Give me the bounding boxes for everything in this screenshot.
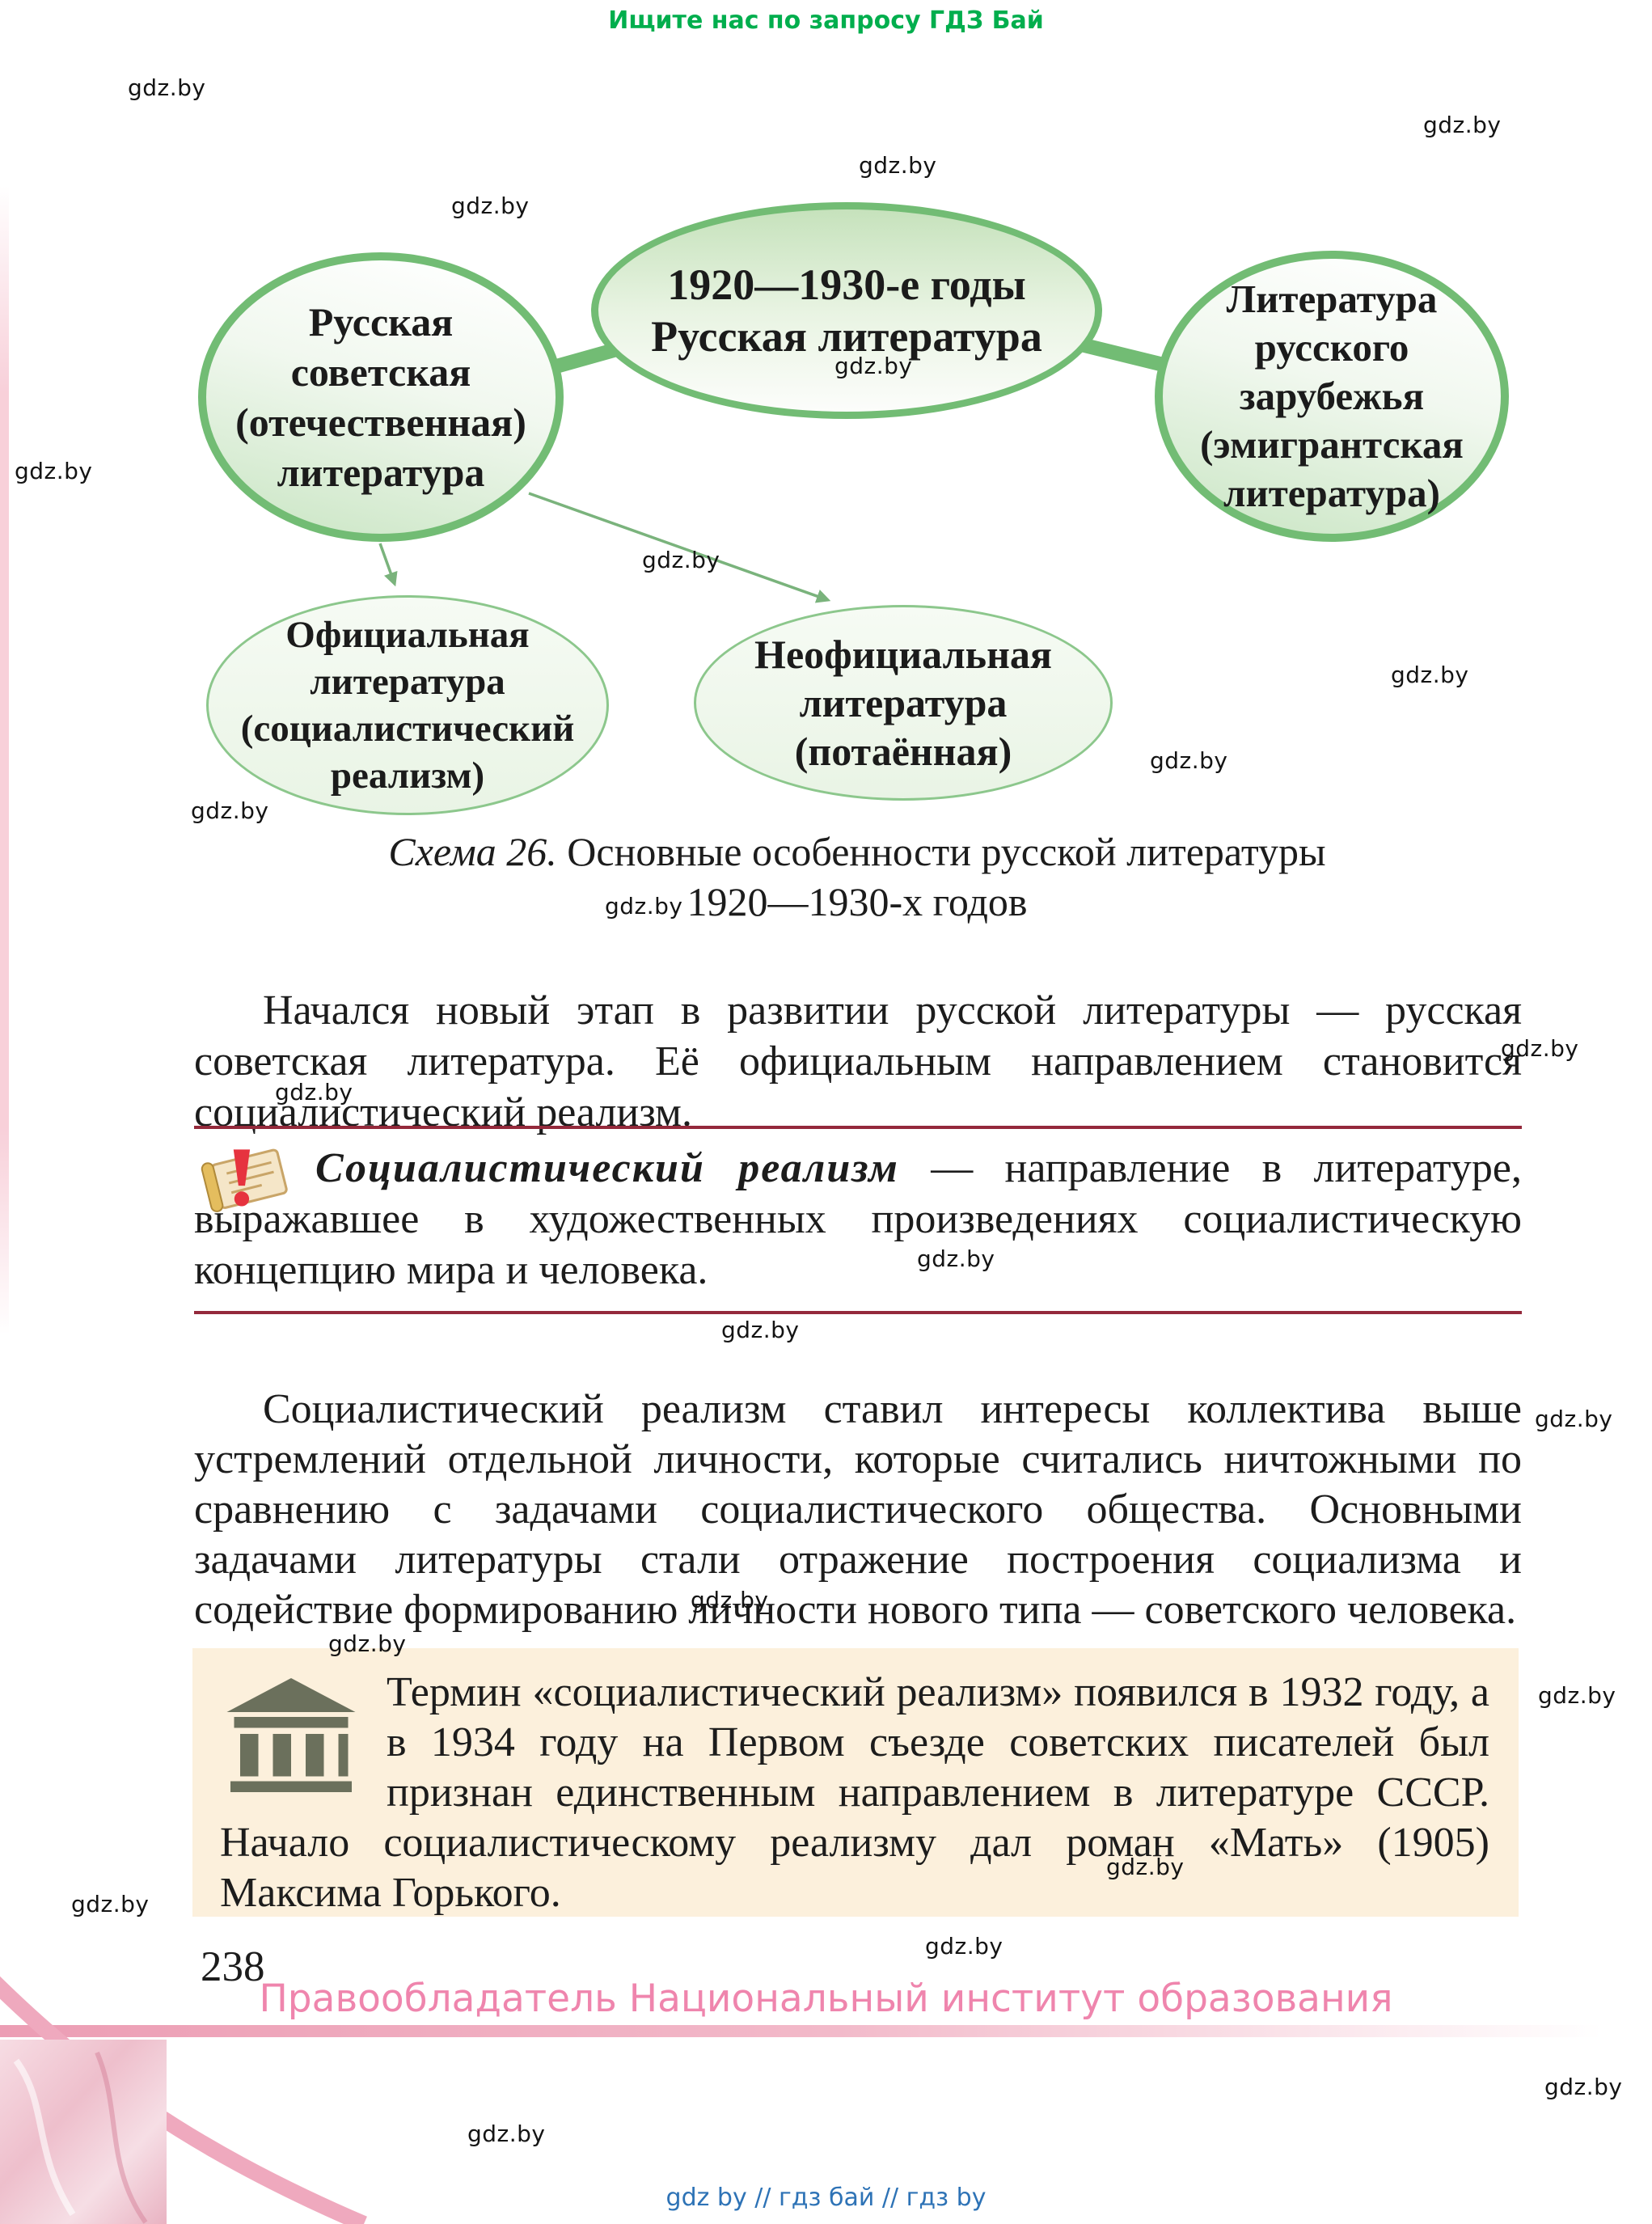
ellipse-line: (эмигрантская (1200, 422, 1464, 467)
ellipse-russian-literature: 1920—1930-е годы Русская литература (591, 202, 1102, 419)
gdz-watermark: gdz.by (925, 1933, 1003, 1960)
scheme-caption: Схема 26. Основные особенности русской л… (162, 827, 1553, 927)
bottom-pink-band (0, 2025, 1652, 2037)
gdz-watermark: gdz.by (1423, 112, 1502, 138)
gdz-watermark: gdz.by (1150, 747, 1228, 774)
caption-line2: 1920—1930-х годов (687, 879, 1028, 924)
paragraph-socrealism: Социалистический реализм ставил интересы… (194, 1386, 1522, 1633)
ellipse-line: Русская (308, 299, 454, 345)
caption-label: Схема 26. (388, 829, 557, 874)
gdz-watermark: gdz.by (691, 1587, 769, 1613)
ellipse-line: зарубежья (1239, 374, 1425, 418)
gdz-watermark: gdz.by (1501, 1035, 1579, 1062)
definition-term: Социалистический реализм (315, 1145, 899, 1191)
ellipse-line: Официальная (285, 614, 530, 656)
definition-text: Социалистический реализм — направление в… (194, 1143, 1522, 1296)
institution-columns-icon (226, 1678, 356, 1792)
caption-text: Основные особенности русской литературы (556, 829, 1326, 874)
ellipse-line: (потаённая) (794, 729, 1012, 774)
gdz-footer-links: gdz by // гдз бай // гдз by (665, 2184, 987, 2212)
page-number: 238 (201, 1943, 265, 1990)
ellipse-line: (социалистический (240, 708, 575, 750)
diagram-arrows (378, 492, 831, 603)
pink-corner-swoosh (0, 1976, 367, 2224)
paragraph-intro: Начался новый этап в развитии русской ли… (194, 987, 1522, 1135)
gdz-watermark: gdz.by (642, 547, 720, 573)
definition-block: Социалистический реализм — направление в… (194, 1126, 1522, 1314)
ellipse-line: русского (1254, 325, 1409, 370)
ellipse-emigre-literature: Литература русского зарубежья (эмигрантс… (1155, 251, 1509, 542)
ellipse-line: Литература (1226, 277, 1438, 321)
gdz-watermark: gdz.by (859, 152, 937, 179)
gdz-watermark: gdz.by (1544, 2074, 1623, 2100)
ellipse-line: литература) (1223, 471, 1441, 515)
scroll-exclamation-icon (201, 1148, 288, 1212)
gdz-watermark: gdz.by (834, 353, 913, 379)
ellipse-line: Неофициальная (754, 632, 1052, 677)
ellipse-line: реализм) (330, 755, 485, 797)
gdz-watermark: gdz.by (721, 1317, 800, 1343)
period-label: 1920—1930-е годы (667, 260, 1026, 309)
gdz-watermark: gdz.by (15, 458, 93, 484)
ellipse-line: литература (310, 661, 505, 703)
gdz-watermark: gdz.by (1391, 662, 1469, 688)
caption-line1: Схема 26. Основные особенности русской л… (162, 827, 1553, 877)
gdz-watermark: gdz.by (328, 1630, 407, 1657)
ellipse-line: литература (277, 450, 485, 495)
gdz-watermark: gdz.by (605, 893, 683, 920)
marble-texture-block (0, 2040, 167, 2224)
gdz-watermark: gdz.by (1535, 1406, 1613, 1432)
info-box-text: Термин «социалистический реализм» появил… (220, 1669, 1489, 1916)
gdz-watermark: gdz.by (71, 1891, 150, 1917)
title-label: Русская литература (651, 312, 1042, 361)
gdz-watermark: gdz.by (451, 192, 530, 219)
gdz-watermark: gdz.by (467, 2120, 546, 2147)
gdz-watermark: gdz.by (1538, 1682, 1616, 1709)
ellipse-line: советская (290, 349, 471, 395)
gdz-watermark: gdz.by (917, 1245, 995, 1272)
gdz-watermark: gdz.by (275, 1079, 353, 1106)
promo-header: Ищите нас по запросу ГДЗ Бай (608, 6, 1044, 35)
gdz-watermark: gdz.by (191, 797, 269, 824)
ellipse-line: (отечественная) (235, 400, 526, 445)
gdz-watermark: gdz.by (128, 74, 206, 101)
left-edge-pink-strip (0, 186, 9, 1334)
ellipse-soviet-literature: Русская советская (отечественная) литера… (198, 252, 564, 542)
ellipse-official-literature: Официальная литература (социалистический… (206, 595, 609, 815)
copyright-line: Правообладатель Национальный институт об… (259, 1977, 1393, 2021)
gdz-watermark: gdz.by (1106, 1854, 1185, 1880)
ellipse-line: литература (799, 680, 1008, 725)
info-box: Термин «социалистический реализм» появил… (192, 1648, 1519, 1917)
ellipse-unofficial-literature: Неофициальная литература (потаённая) (694, 605, 1113, 801)
definition-body: — направление в литературе, выражавшее в… (194, 1145, 1522, 1293)
